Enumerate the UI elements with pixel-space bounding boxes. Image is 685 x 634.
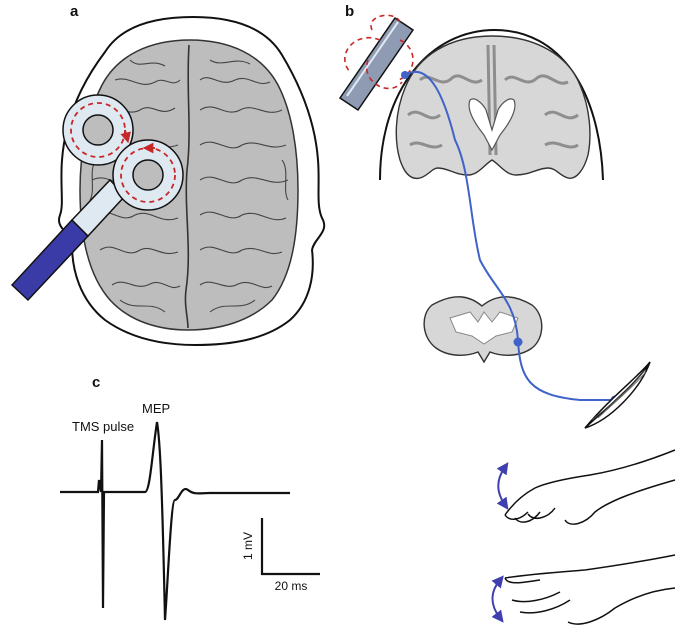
head-coronal-outline [379, 28, 604, 181]
cortex-neuron [401, 71, 409, 79]
tms-coil-icon [10, 94, 184, 302]
hand-icon-bottom [504, 554, 676, 625]
panel-b: b [338, 3, 676, 625]
ventricles [468, 98, 516, 152]
scale-time-label: 20 ms [275, 579, 308, 593]
movement-arrow-icon-top [496, 462, 509, 510]
spinal-gray-matter [449, 311, 519, 345]
coronal-brain-section [395, 35, 591, 180]
panel-c: c TMS pulse MEP 1 mV 20 ms [60, 374, 320, 621]
mep-label: MEP [142, 401, 170, 416]
panel-label-b: b [345, 3, 354, 20]
tms-coil-side-icon [338, 14, 415, 112]
scale-voltage-label: 1 mV [241, 532, 255, 560]
spinal-motoneuron [513, 337, 523, 347]
emg-trace [60, 421, 290, 621]
longitudinal-fissure [184, 44, 190, 329]
motor-pathway [404, 70, 615, 401]
panel-label-a: a [70, 3, 79, 20]
panel-label-c: c [92, 374, 100, 391]
scale-bar: 1 mV 20 ms [241, 518, 320, 593]
movement-arrow-icon-bottom [491, 575, 504, 623]
tms-pulse-label: TMS pulse [72, 419, 134, 434]
hand-icon-top [504, 449, 676, 525]
panel-a: a [10, 3, 326, 347]
muscle-icon [584, 361, 651, 429]
